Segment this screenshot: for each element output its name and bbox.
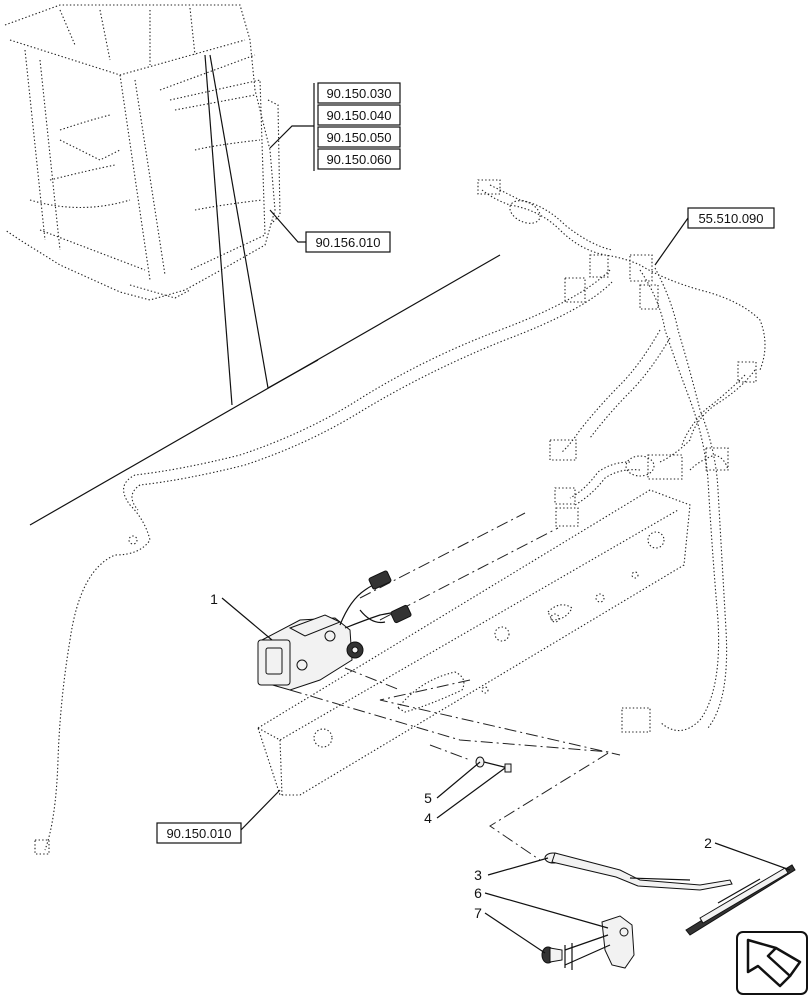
- ref-box-1[interactable]: [317, 104, 401, 126]
- callout-5[interactable]: 5: [424, 790, 432, 806]
- callout-7[interactable]: 7: [474, 905, 482, 921]
- ref-box-harness[interactable]: [687, 207, 775, 229]
- callout-leaders: [221, 597, 791, 966]
- arrow-return-icon[interactable]: [736, 931, 808, 995]
- wiper-arm-part-3[interactable]: [544, 852, 733, 891]
- callout-2[interactable]: 2: [704, 835, 712, 851]
- ref-label-2: 90.150.050: [326, 130, 391, 145]
- ref-group-cab: 90.150.030 90.150.040 90.150.050 90.150.…: [269, 82, 401, 171]
- bolt-part-4[interactable]: [483, 761, 512, 773]
- wiper-blade-part-2[interactable]: [685, 864, 796, 936]
- wiring-harness: [34, 179, 766, 855]
- ref-label-3: 90.150.060: [326, 152, 391, 167]
- ref-label-cab-side: 90.156.010: [315, 235, 380, 250]
- pointer-line-right: [209, 54, 319, 389]
- ref-box-panel[interactable]: [156, 822, 242, 844]
- ref-box-cab-side[interactable]: [305, 231, 391, 253]
- callout-6[interactable]: 6: [474, 885, 482, 901]
- callout-labels: 1 2 3 4 5 6 7: [210, 591, 712, 921]
- wiper-motor-part-1[interactable]: [257, 570, 412, 691]
- pointer-line-left: [204, 54, 233, 406]
- cab-inset: [4, 4, 281, 301]
- callout-1[interactable]: 1: [210, 591, 218, 607]
- callout-3[interactable]: 3: [474, 867, 482, 883]
- ref-box-2[interactable]: [317, 126, 401, 148]
- ref-box-0[interactable]: [317, 82, 401, 104]
- ref-label-harness: 55.510.090: [698, 211, 763, 226]
- cover-part-6[interactable]: [601, 915, 635, 969]
- screw-part-7[interactable]: [541, 943, 573, 970]
- inset-divider-line: [29, 254, 501, 526]
- ref-panel: 90.150.010: [156, 789, 281, 844]
- callout-4[interactable]: 4: [424, 810, 432, 826]
- ref-harness: 55.510.090: [654, 207, 775, 266]
- rear-panel: [257, 489, 691, 796]
- assembly-lines: [289, 512, 621, 861]
- ref-box-3[interactable]: [317, 148, 401, 170]
- ref-label-0: 90.150.030: [326, 86, 391, 101]
- ref-label-panel: 90.150.010: [166, 826, 231, 841]
- ref-cab-side: 90.156.010: [269, 209, 391, 253]
- ref-label-1: 90.150.040: [326, 108, 391, 123]
